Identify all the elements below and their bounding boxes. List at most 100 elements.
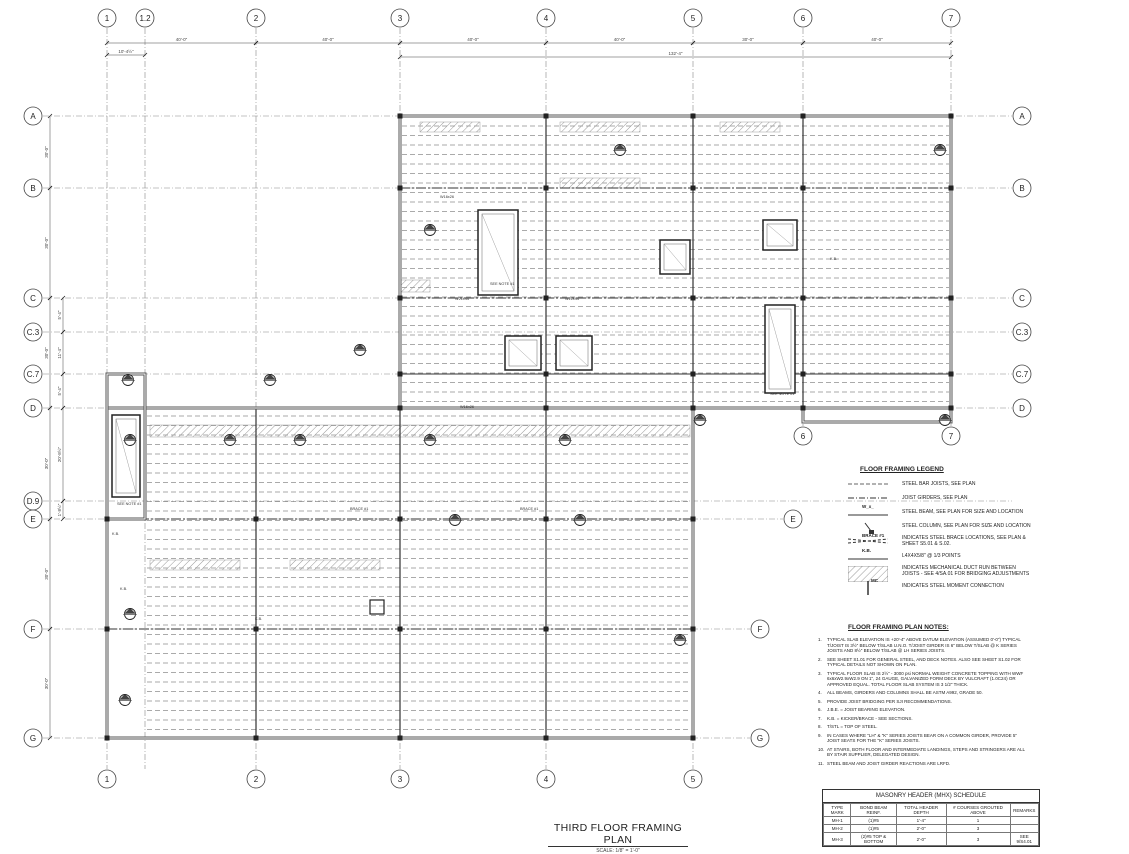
mechanical-duct-hatch xyxy=(289,559,381,571)
steel-column xyxy=(104,626,110,632)
grid-row-F-right-label: F xyxy=(758,625,763,634)
plan-label: W21x44 xyxy=(455,297,469,301)
note-item: 3.TYPICAL FLOOR SLAB IS 2½" - 3000 psi N… xyxy=(818,671,1028,688)
grid-row-B-label: B xyxy=(30,184,35,193)
grid-row-C-right-label: C xyxy=(1019,294,1025,303)
grid-row-E-bubble xyxy=(23,509,43,529)
note-item: 9.IN CASES WHERE "LH" & "K" SERIES JOIST… xyxy=(818,733,1028,744)
steel-column xyxy=(543,295,549,301)
steel-column xyxy=(543,626,549,632)
steel-column xyxy=(397,113,403,119)
note-text: ALL BEAMS, GIRDERS AND COLUMNS SHALL BE … xyxy=(827,690,983,695)
left-sub-dimension-text: 20'-8½" xyxy=(56,446,62,462)
mechanical-duct-hatch xyxy=(149,424,691,438)
note-text: TYPICAL FLOOR SLAB IS 2½" - 3000 psi NOR… xyxy=(827,670,1024,687)
grid-column-3-bubble xyxy=(390,8,410,28)
section-marker-arrow xyxy=(558,434,572,441)
steel-column xyxy=(253,735,259,741)
left-dimension-tick xyxy=(47,295,53,301)
note-number: 6. xyxy=(818,707,822,712)
schedule-cell: (1)#5 xyxy=(850,824,897,833)
left-sub-dimension-tick xyxy=(60,329,66,335)
steel-column xyxy=(397,516,403,522)
section-marker-arrow xyxy=(423,224,437,231)
top-dimension-tick xyxy=(800,40,806,46)
grid-row-B-right-bubble xyxy=(1012,178,1032,198)
left-sub-dimension-text: 5'-4" xyxy=(57,386,62,395)
left-dimension-tick xyxy=(47,113,53,119)
schedule-column-header: TYPE MARK xyxy=(822,803,852,817)
steel-column xyxy=(948,371,954,377)
left-dimension-text: 30'-0" xyxy=(44,347,49,359)
section-marker-arrow xyxy=(263,374,277,381)
plan-label: SEE NOTE #1 xyxy=(490,282,514,286)
grid-column-6-bottom-label: 6 xyxy=(801,432,806,441)
section-marker-arrow xyxy=(613,144,627,151)
grid-row-A-right-bubble xyxy=(1012,106,1032,126)
grid-column-7-label: 7 xyxy=(949,14,954,23)
grid-column-6-bottom-bubble xyxy=(793,426,813,446)
schedule-column-header: TOTAL HEADER DEPTH xyxy=(895,803,947,817)
hatch-symbol-icon xyxy=(847,565,889,583)
grid-column-2-bottom-bubble xyxy=(246,769,266,789)
grid-row-A-right-label: A xyxy=(1019,112,1025,121)
grid-column-6-label: 6 xyxy=(801,14,806,23)
secondary-dimension-tick xyxy=(142,52,148,58)
plan-label: K.B. xyxy=(255,617,262,621)
schedule-cell: 1 xyxy=(945,816,1011,825)
section-marker-arrow xyxy=(693,414,707,421)
grid-column-7-bottom-label: 7 xyxy=(949,432,954,441)
steel-column xyxy=(543,185,549,191)
note-item: 10.AT STAIRS, BOTH FLOOR AND INTERMEDIAT… xyxy=(818,747,1028,758)
plan-label: SEE NOTE #1 xyxy=(117,502,141,506)
left-sub-dimension-tick xyxy=(60,295,66,301)
top-dimension-text: 40'-0" xyxy=(871,37,883,42)
plan-label: BRACE #1 xyxy=(520,507,538,511)
note-text: STEEL BEAM AND JOIST GIRDER REACTIONS AR… xyxy=(827,760,951,766)
grid-row-D-right-label: D xyxy=(1019,404,1025,413)
schedule-column-header: # COURSES GROUTED ABOVE xyxy=(945,803,1011,817)
grid-column-3-bottom-bubble xyxy=(390,769,410,789)
left-sub-dimension-text: 1'-8½" xyxy=(56,503,62,516)
steel-column xyxy=(800,371,806,377)
schedule-cell: (2)#5 TOP & BOTTOM xyxy=(850,832,897,846)
drawing-scale: SCALE: 1/8" = 1'-0" xyxy=(596,848,640,854)
section-marker-arrow xyxy=(353,344,367,351)
note-item: 1.TYPICAL SLAB ELEVATION IS +20'-4" ABOV… xyxy=(818,637,1028,654)
note-number: 11. xyxy=(818,760,824,766)
secondary-dimension-text: 132'-4" xyxy=(669,51,683,56)
grid-row-D.9-label: D.9 xyxy=(27,497,40,506)
section-marker-arrow xyxy=(573,514,587,521)
grid-column-5-bubble xyxy=(683,8,703,28)
section-marker-arrow xyxy=(933,144,947,151)
steel-column xyxy=(800,295,806,301)
grid-column-1-bottom-bubble xyxy=(97,769,117,789)
schedule-cell: 3 xyxy=(945,832,1011,846)
section-marker-arrow xyxy=(123,434,137,441)
left-dimension-text: 30'-0" xyxy=(44,237,49,249)
steel-column xyxy=(690,626,696,632)
grid-row-G-right-label: G xyxy=(757,734,763,743)
steel-column xyxy=(104,516,110,522)
steel-column xyxy=(543,371,549,377)
grid-row-D-right-bubble xyxy=(1012,398,1032,418)
steel-column xyxy=(948,113,954,119)
drawing-title-block: THIRD FLOOR FRAMING PLAN SCALE: 1/8" = 1… xyxy=(548,822,688,854)
left-sub-dimension-tick xyxy=(60,371,66,377)
steel-column xyxy=(543,516,549,522)
grid-row-G-label: G xyxy=(30,734,36,743)
grid-column-1-label: 1 xyxy=(105,14,110,23)
grid-row-C.7-bubble xyxy=(23,364,43,384)
stair-diagonal xyxy=(559,339,589,367)
legend-item-text: INDICATES MECHANICAL DUCT RUN BETWEEN JO… xyxy=(902,565,1030,577)
floor-framing-notes: FLOOR FRAMING PLAN NOTES: 1.TYPICAL SLAB… xyxy=(818,624,1028,769)
grid-column-5-bottom-label: 5 xyxy=(691,775,696,784)
stair-opening-inner xyxy=(663,243,687,271)
section-marker-arrow xyxy=(293,434,307,441)
wall-extension-right-inner xyxy=(802,407,952,423)
